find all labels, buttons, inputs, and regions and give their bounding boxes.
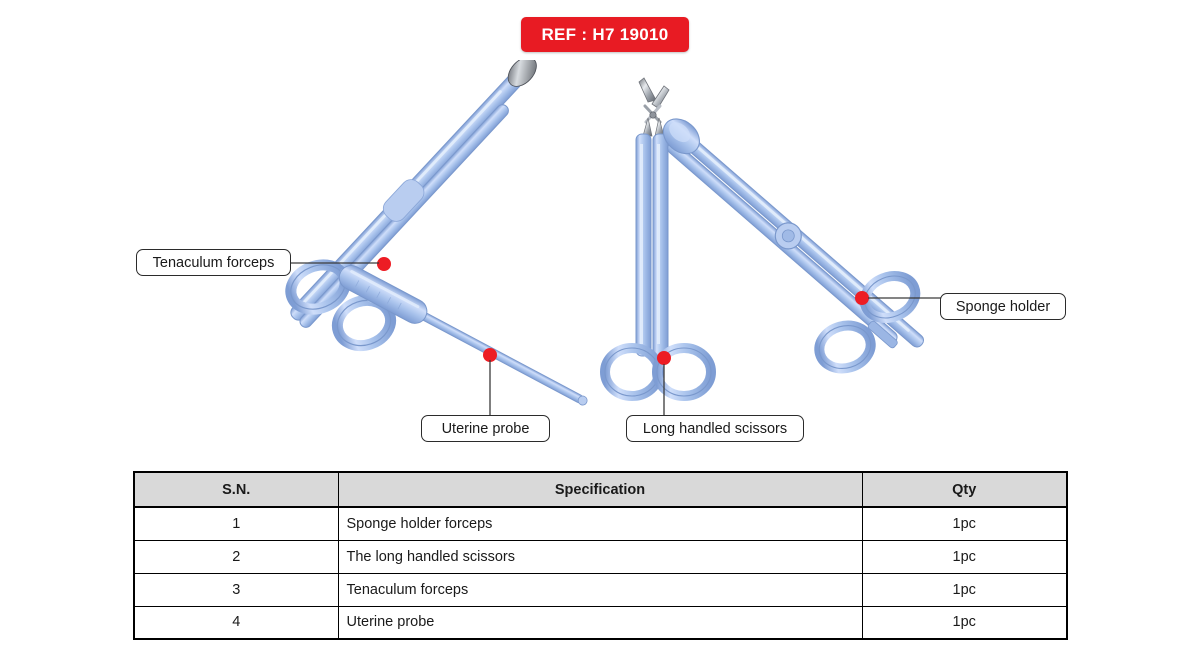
callout-label: Long handled scissors [642,420,788,437]
sponge-holder-graphic [662,118,941,374]
cell-specification: Sponge holder forceps [337,506,863,541]
column-header-sn: S.N. [133,471,339,508]
callout-label: Uterine probe [441,420,530,437]
marker-dot-probe [483,348,497,362]
table-row: 2 The long handled scissors 1pc [133,539,1068,574]
table-row: 3 Tenaculum forceps 1pc [133,572,1068,607]
callout-tenaculum-forceps[interactable]: Tenaculum forceps [136,249,291,276]
callout-label: Sponge holder [955,298,1051,315]
long-handled-scissors-graphic [600,77,716,416]
cell-specification: Tenaculum forceps [337,572,863,607]
instrument-illustration [0,60,1200,460]
cell-qty: 1pc [861,506,1068,541]
marker-dot-tenaculum [377,257,391,271]
cell-qty: 1pc [861,605,1068,640]
cell-specification: The long handled scissors [337,539,863,574]
ref-badge-text: REF : H7 19010 [541,24,669,44]
cell-qty: 1pc [861,572,1068,607]
ref-badge: REF : H7 19010 [521,17,689,52]
table-header-row: S.N. Specification Qty [133,471,1068,508]
table-row: 1 Sponge holder forceps 1pc [133,506,1068,541]
cell-sn: 1 [133,506,339,541]
cell-sn: 4 [133,605,339,640]
marker-dot-scissors [657,351,671,365]
cell-specification: Uterine probe [337,605,863,640]
column-header-qty: Qty [861,471,1068,508]
marker-dot-sponge [855,291,869,305]
cell-sn: 3 [133,572,339,607]
callout-sponge-holder[interactable]: Sponge holder [940,293,1066,320]
callout-label: Tenaculum forceps [152,254,275,271]
table-row: 4 Uterine probe 1pc [133,605,1068,640]
uterine-probe-graphic [338,265,588,416]
cell-sn: 2 [133,539,339,574]
cell-qty: 1pc [861,539,1068,574]
callout-long-handled-scissors[interactable]: Long handled scissors [626,415,804,442]
specification-table: S.N. Specification Qty 1 Sponge holder f… [133,471,1068,640]
column-header-specification: Specification [337,471,863,508]
callout-uterine-probe[interactable]: Uterine probe [421,415,550,442]
